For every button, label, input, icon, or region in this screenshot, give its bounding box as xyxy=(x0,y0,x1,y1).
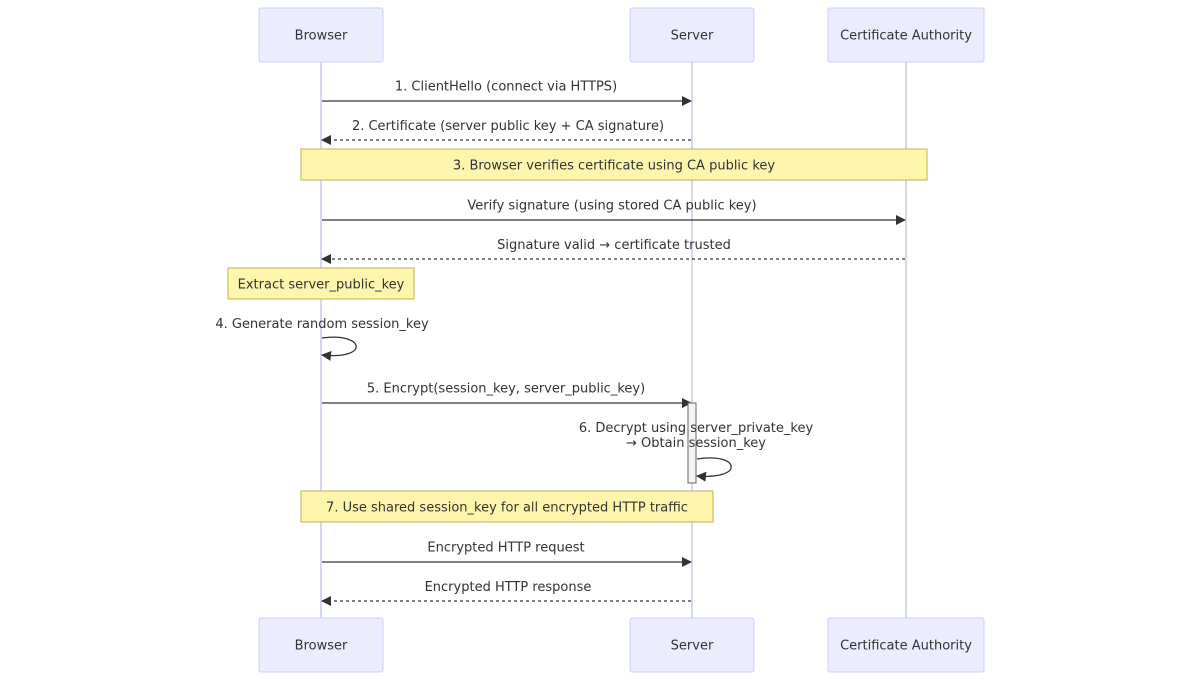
message-encrypt: 5. Encrypt(session_key, server_public_ke… xyxy=(322,382,692,408)
self-message-arrow-4 xyxy=(321,336,357,361)
message-label-response: Encrypted HTTP response xyxy=(425,580,592,595)
message-label-verify: Verify signature (using stored CA public… xyxy=(467,199,756,214)
actor-certificate-authority-bottom: Certificate Authority xyxy=(827,617,985,673)
message-label-2: 2. Certificate (server public key + CA s… xyxy=(352,119,664,134)
message-signature-valid: Signature valid → certificate trusted xyxy=(321,238,905,264)
note-shared-session-key: 7. Use shared session_key for all encryp… xyxy=(300,490,714,523)
actor-label-server-bottom: Server xyxy=(671,639,714,654)
self-message-label-4: 4. Generate random session_key xyxy=(215,317,429,332)
actor-server-bottom: Server xyxy=(629,617,755,673)
self-message-label-6-line1: 6. Decrypt using server_private_key xyxy=(579,421,814,436)
actor-label-certificate-authority-bottom: Certificate Authority xyxy=(840,639,972,654)
note-label-7: 7. Use shared session_key for all encryp… xyxy=(326,501,688,516)
actor-label-server-top: Server xyxy=(671,29,714,44)
note-label-extract: Extract server_public_key xyxy=(238,278,405,293)
self-message-generate-key: 4. Generate random session_key xyxy=(215,317,429,361)
message-verify-signature: Verify signature (using stored CA public… xyxy=(322,199,906,225)
self-message-arrow-6 xyxy=(696,457,732,482)
message-label-valid: Signature valid → certificate trusted xyxy=(497,238,731,253)
actor-label-certificate-authority-top: Certificate Authority xyxy=(840,29,972,44)
actor-browser-top: Browser xyxy=(258,7,384,63)
actor-server-top: Server xyxy=(629,7,755,63)
note-extract-key: Extract server_public_key xyxy=(227,267,415,300)
self-message-decrypt: 6. Decrypt using server_private_key → Ob… xyxy=(579,421,814,482)
message-label-5: 5. Encrypt(session_key, server_public_ke… xyxy=(367,382,645,397)
activation-server xyxy=(687,402,697,484)
message-http-request: Encrypted HTTP request xyxy=(322,541,692,567)
message-http-response: Encrypted HTTP response xyxy=(321,580,691,606)
note-verify-certificate: 3. Browser verifies certificate using CA… xyxy=(300,148,928,181)
message-label-1: 1. ClientHello (connect via HTTPS) xyxy=(395,80,617,95)
self-message-label-6-line2: → Obtain session_key xyxy=(626,436,766,451)
note-label-3: 3. Browser verifies certificate using CA… xyxy=(453,159,775,174)
actor-browser-bottom: Browser xyxy=(258,617,384,673)
actor-certificate-authority-top: Certificate Authority xyxy=(827,7,985,63)
actor-label-browser-top: Browser xyxy=(295,29,348,44)
message-client-hello: 1. ClientHello (connect via HTTPS) xyxy=(322,80,692,106)
message-label-request: Encrypted HTTP request xyxy=(427,541,584,556)
actor-label-browser-bottom: Browser xyxy=(295,639,348,654)
message-certificate: 2. Certificate (server public key + CA s… xyxy=(321,119,691,145)
